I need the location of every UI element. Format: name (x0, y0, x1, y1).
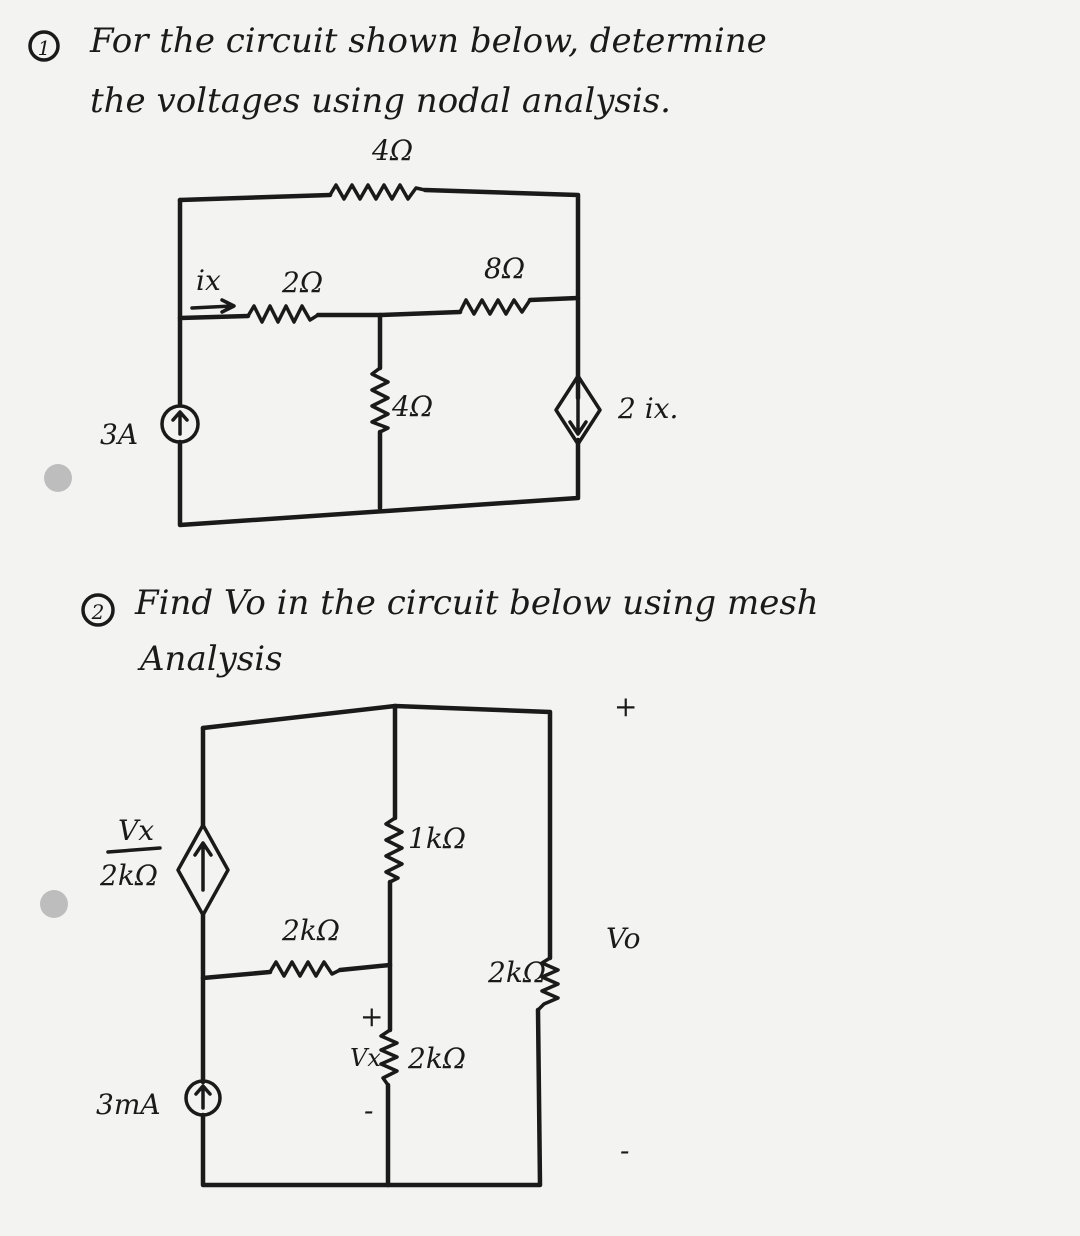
c2-current-source-3ma (184, 1079, 222, 1117)
c1-label-r-top: 4Ω (371, 134, 413, 167)
c1-resistor-top (328, 183, 427, 201)
problem2-number-circle (81, 593, 115, 627)
c2-label-vo-minus: - (620, 1134, 629, 1167)
c1-dep-source-down-arrow-icon (568, 384, 588, 436)
c1-label-source: 3A (100, 418, 138, 451)
c1-label-dep-source: 2 ix. (617, 392, 678, 425)
c2-dependent-source (176, 823, 230, 917)
c2-label-dep-den: 2kΩ (99, 859, 158, 892)
c2-resistor-2k-horizontal (268, 960, 342, 978)
problem1-header: 1 For the circuit shown below, determine… (28, 21, 767, 121)
c1-wire-ix (177, 313, 251, 321)
c2-label-source: 3mA (96, 1088, 161, 1121)
c2-wire-horiz-right (337, 962, 393, 973)
c1-label-r-right: 8Ω (484, 252, 525, 285)
c2-fraction-bar (106, 846, 162, 854)
c1-label-r-left: 2Ω (281, 266, 323, 299)
c1-wire-right-branch (527, 295, 581, 303)
problem1-number-circle (28, 30, 60, 62)
c1-current-source-3a (160, 404, 200, 444)
problem1-number: 1 (38, 36, 51, 60)
c2-resistor-2k-vx (379, 1028, 399, 1087)
circuit2: Vx 2kΩ 1kΩ 2kΩ 2kΩ 2kΩ Vx + - 3mA + Vo - (96, 690, 641, 1188)
c1-wire-mid (315, 309, 463, 318)
c2-label-vo: Vo (606, 922, 641, 955)
c2-resistor-2k-right (536, 956, 560, 1012)
binder-hole-lower (40, 890, 68, 918)
c2-label-r-2k-h: 2kΩ (281, 914, 340, 947)
c1-resistor-mid (370, 366, 390, 434)
c1-resistor-2ohm (246, 304, 320, 324)
c1-resistor-8ohm (458, 298, 532, 316)
c2-resistor-1k (384, 816, 404, 884)
c1-ix-arrow-icon (190, 298, 236, 314)
c2-wire-top (200, 703, 553, 961)
c2-label-dep-num: Vx (118, 814, 154, 847)
c2-label-plus-inner: + (360, 1000, 383, 1033)
c1-wire-top-right (422, 187, 581, 401)
c2-label-minus-inner: - (364, 1094, 373, 1127)
c1-label-ix: ix (196, 264, 221, 297)
problem2-line1: Find Vo in the circuit below using mesh (134, 583, 819, 623)
c2-label-vo-plus: + (614, 690, 637, 723)
binder-hole-upper (44, 464, 72, 492)
c2-label-r-2k-low: 2kΩ (407, 1042, 466, 1075)
problem1-line2: the voltages using nodal analysis. (90, 81, 671, 121)
c2-wire-horiz-left (200, 969, 273, 981)
c1-dependent-source (554, 374, 602, 446)
c2-label-vx: Vx (350, 1044, 381, 1072)
problem2-header: 2 Find Vo in the circuit below using mes… (81, 583, 819, 679)
c2-label-r-2k-right: 2kΩ (487, 956, 546, 989)
c1-label-r-mid: 4Ω (391, 390, 433, 423)
c1-wire-top-left (177, 192, 333, 203)
c2-dep-source-up-arrow-icon (193, 841, 213, 892)
problem2-number: 2 (91, 600, 105, 624)
circuit1: 4Ω 2Ω 8Ω 4Ω ix 3A 2 ix. (100, 134, 678, 528)
c2-source-up-arrow-icon (194, 1084, 212, 1110)
problem1-line1: For the circuit shown below, determine (89, 21, 767, 61)
c1-wire-bottom (177, 437, 581, 528)
problem2-line2: Analysis (137, 639, 283, 679)
c1-source-up-arrow-icon (171, 410, 189, 436)
c2-label-r-1k: 1kΩ (408, 822, 466, 855)
c2-wire-bottom (200, 1007, 543, 1188)
